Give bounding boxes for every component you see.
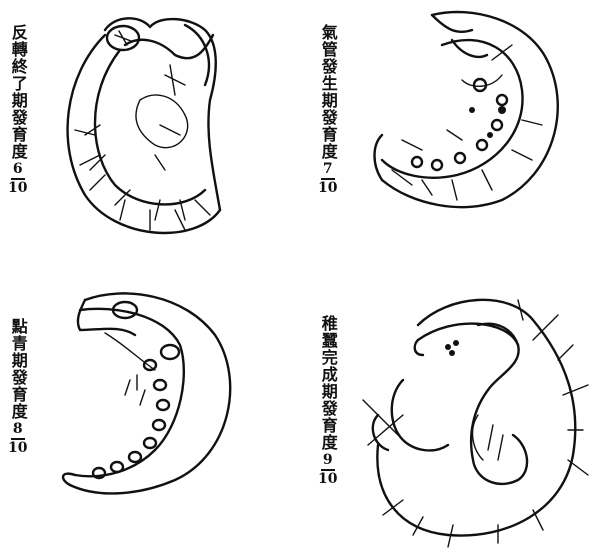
fraction-numerator: 8 <box>13 422 23 437</box>
embryo-illustration-4 <box>358 285 598 550</box>
fraction-denominator: 10 <box>8 441 27 456</box>
fraction-numerator: 6 <box>13 162 23 177</box>
stage-fraction: 7 10 <box>318 162 337 196</box>
embryo-illustration-2 <box>362 0 592 220</box>
fraction-numerator: 7 <box>323 162 333 177</box>
stage-label-3: 點青期發育度 8 10 <box>8 318 27 456</box>
stage-label-2: 氣管發生期發育度 7 10 <box>318 24 337 196</box>
stage-fraction: 9 10 <box>318 453 337 487</box>
stage-fraction: 6 10 <box>8 162 27 196</box>
embryo-illustration-1 <box>45 5 245 245</box>
stage-title: 稚蠶完成期發育度 <box>319 315 337 451</box>
stage-title: 點青期發育度 <box>9 318 27 420</box>
stage-label-1: 反轉終了期發育度 6 10 <box>8 24 27 196</box>
fraction-denominator: 10 <box>8 181 27 196</box>
stage-fraction: 8 10 <box>8 422 27 456</box>
fraction-numerator: 9 <box>323 453 333 468</box>
fraction-denominator: 10 <box>318 472 337 487</box>
stage-title: 反轉終了期發育度 <box>9 24 27 160</box>
stage-label-4: 稚蠶完成期發育度 9 10 <box>318 315 337 487</box>
fraction-denominator: 10 <box>318 181 337 196</box>
embryo-illustration-3 <box>55 285 255 520</box>
stage-title: 氣管發生期發育度 <box>319 24 337 160</box>
